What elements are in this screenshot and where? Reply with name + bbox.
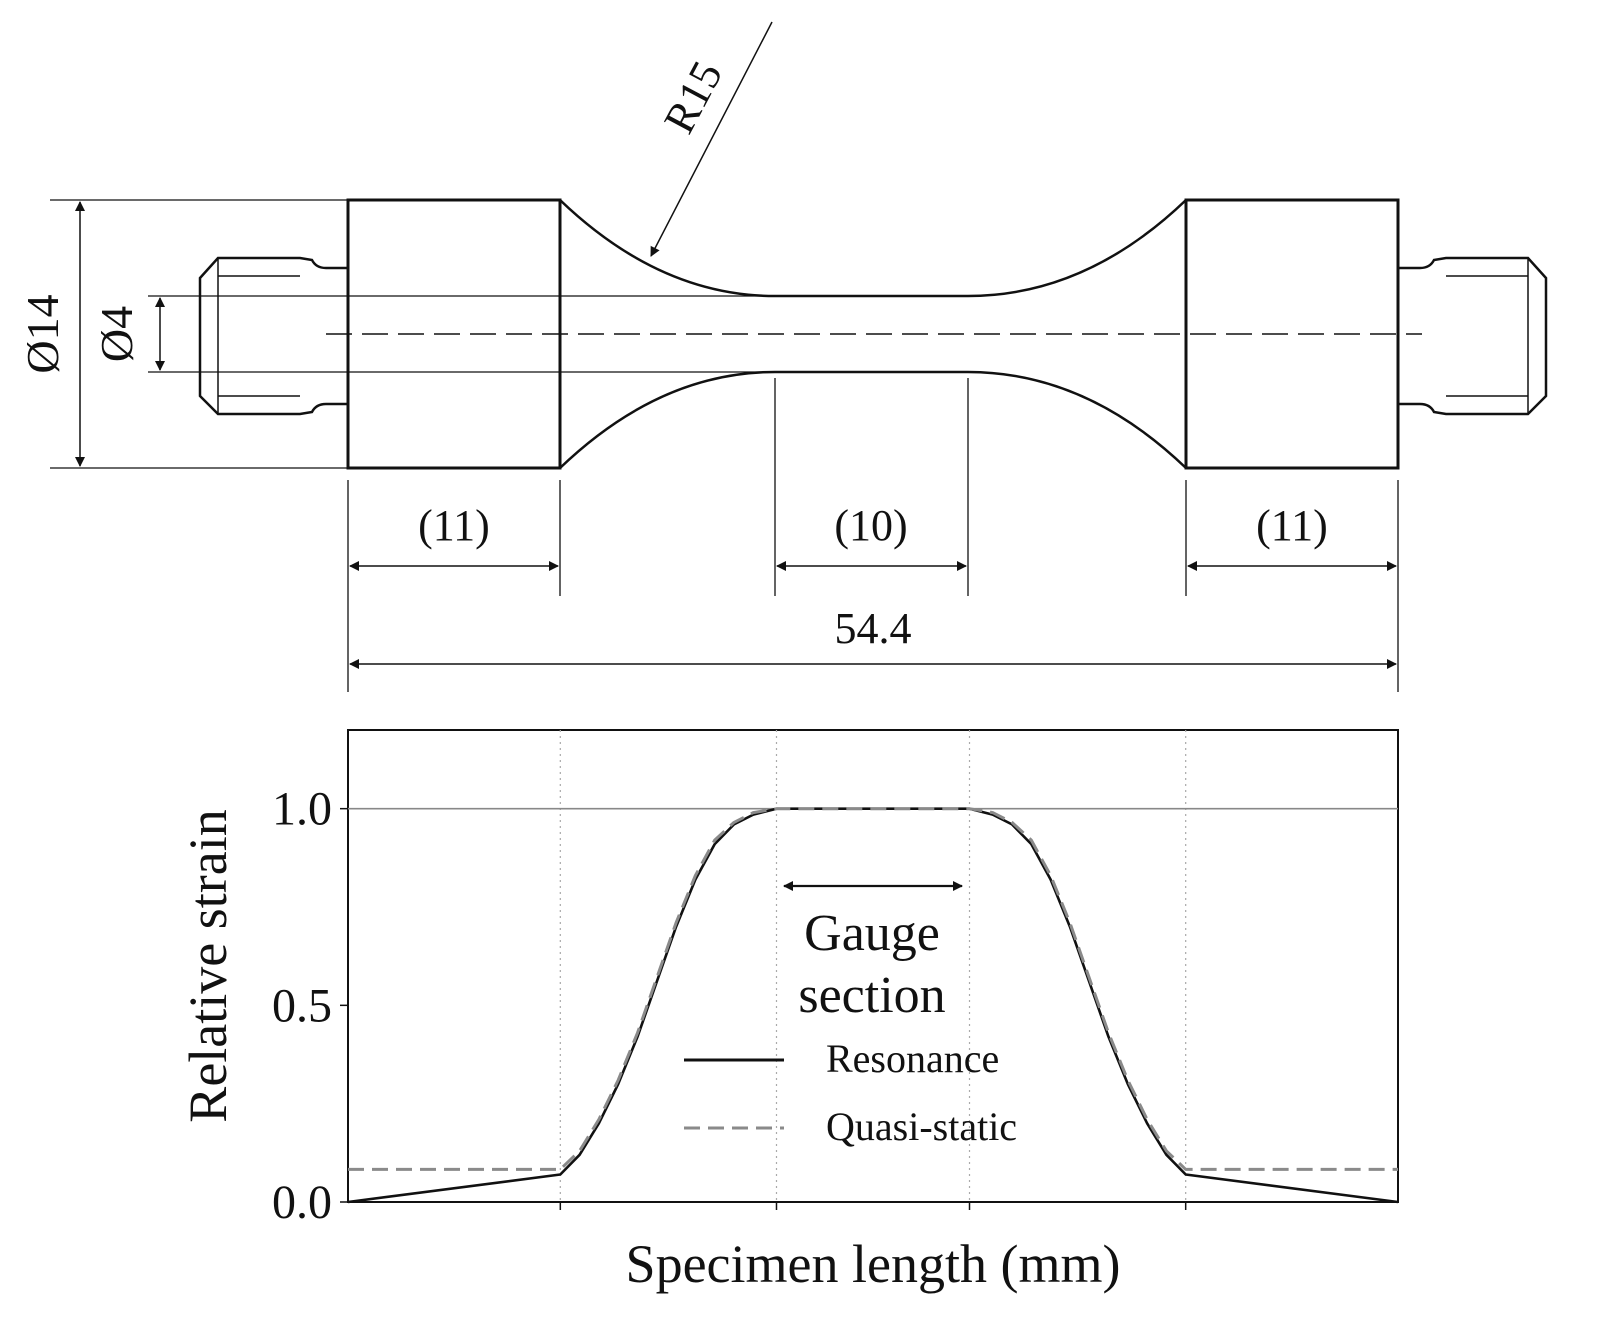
gauge-annotation-line2: section — [798, 967, 945, 1024]
left-threaded-end — [198, 256, 348, 416]
radius-leader — [650, 21, 773, 257]
y-tick-label: 1.0 — [272, 783, 332, 836]
right-grip-label: (11) — [1256, 501, 1328, 550]
series-line-quasi-static — [348, 807, 1398, 1171]
right-grip-section — [1184, 198, 1400, 470]
plot-frame — [347, 729, 1399, 1203]
total-length-label: 54.4 — [835, 604, 912, 653]
gauge-diameter-label: Ø4 — [91, 306, 142, 362]
gauge-profile-bottom — [559, 370, 1187, 469]
x-axis-label: Specimen length (mm) — [626, 1234, 1121, 1294]
series-layer — [347, 807, 1399, 1204]
legend-label-quasi-static: Quasi-static — [826, 1104, 1017, 1149]
specimen-drawing: Ø14 Ø4 R15 (11) (10) (11) 54.4 — [17, 21, 1548, 692]
right-threaded-end — [1398, 256, 1548, 416]
y-tick-label: 0.0 — [272, 1176, 332, 1229]
outer-diameter-label: Ø14 — [17, 294, 68, 373]
y-tick-label: 0.5 — [272, 979, 332, 1032]
gauge-profile-top — [559, 199, 1187, 298]
x-axis-ticks — [559, 1202, 1187, 1210]
radius-label: R15 — [654, 53, 732, 141]
gauge-annotation-line1: Gauge — [804, 905, 940, 962]
left-grip-label: (11) — [418, 501, 490, 550]
y-axis-ticks: 0.0 0.5 1.0 — [272, 783, 348, 1229]
strain-chart: 0.0 0.5 1.0 Gauge section Resonance Quasi-… — [178, 729, 1399, 1294]
gauge-length-label: (10) — [834, 501, 907, 550]
y-axis-label: Relative strain — [178, 809, 238, 1122]
legend: Resonance Quasi-static — [684, 1036, 1017, 1149]
legend-label-resonance: Resonance — [826, 1036, 999, 1081]
